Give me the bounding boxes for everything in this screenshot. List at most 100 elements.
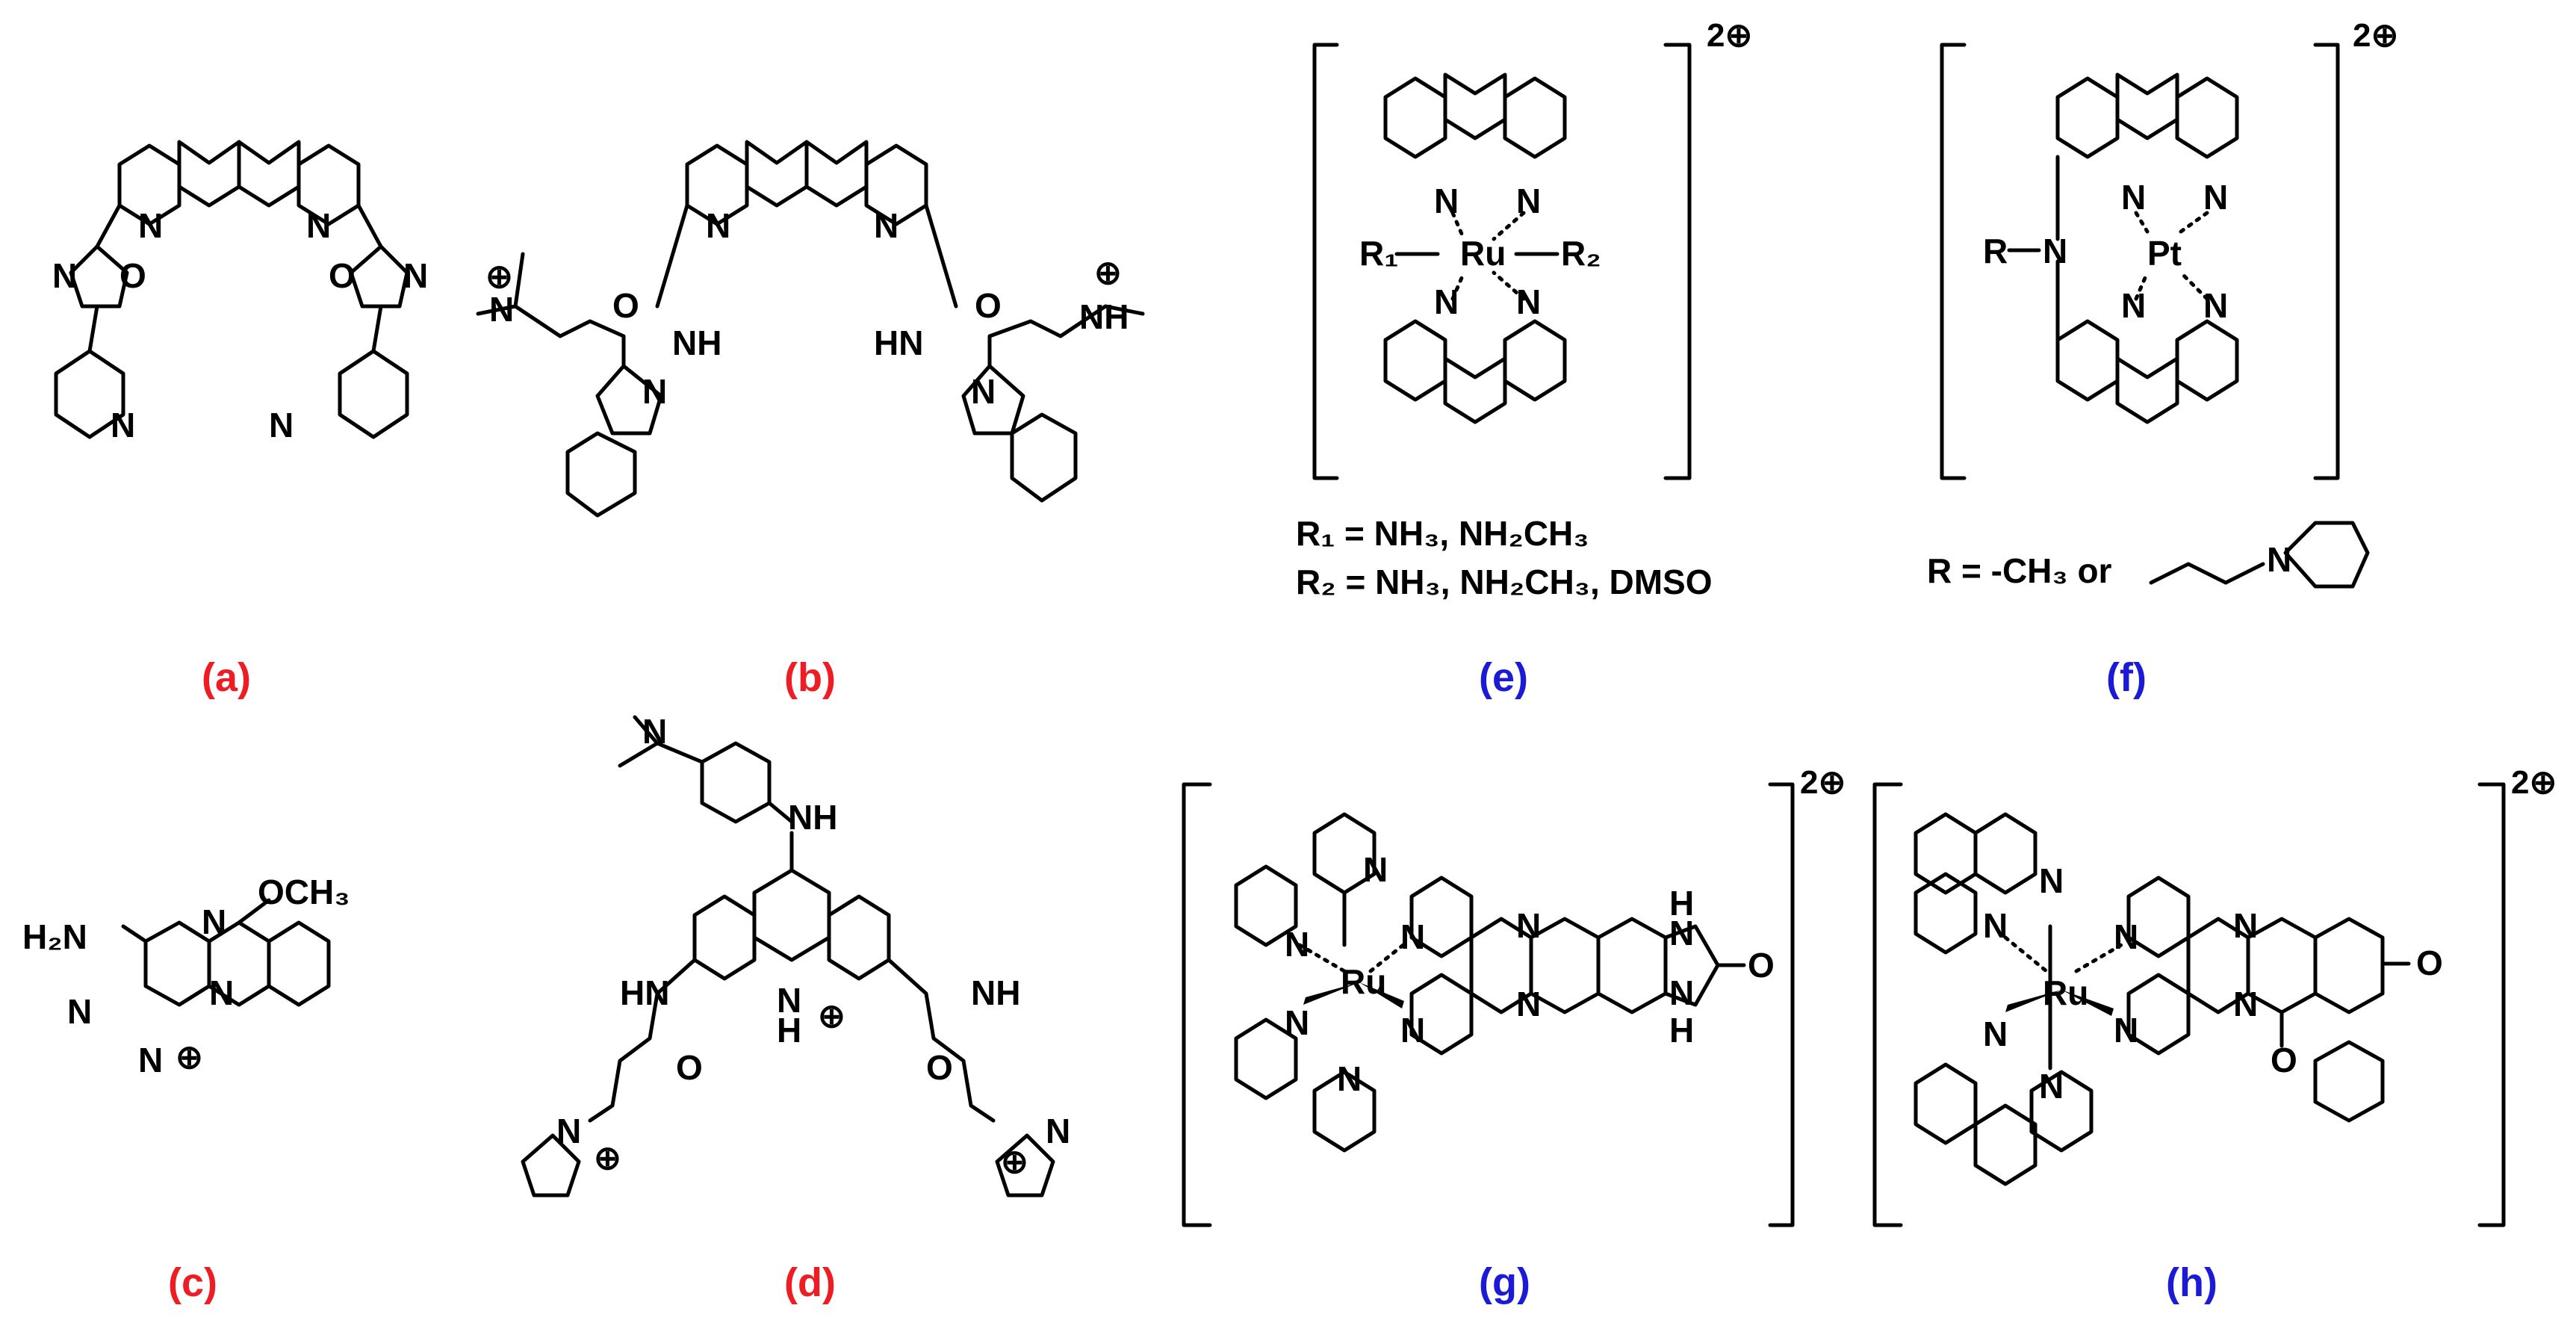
atom-n: N <box>1516 985 1541 1023</box>
atom-n: N <box>2039 1067 2064 1106</box>
atom-n: N <box>202 902 226 941</box>
atom-n: N <box>1400 917 1425 956</box>
structure-h: N N N N Ru N N N N O O 2⊕ (h) <box>1872 764 2557 1305</box>
atom-n: N <box>1516 182 1541 220</box>
atom-ru: Ru <box>1341 962 1386 1001</box>
atom-r1: R₁ <box>1359 234 1398 273</box>
atom-o: O <box>612 286 639 325</box>
atom-o: O <box>2416 944 2443 982</box>
atom-n: N <box>269 406 294 444</box>
atom-n: N <box>52 256 77 295</box>
atom-hn: HN <box>874 323 923 362</box>
atom-ome: OCH₃ <box>258 873 350 911</box>
atom-n: N <box>111 406 135 444</box>
substituent-note-r1: R₁ = NH₃, NH₂CH₃ <box>1296 514 1589 553</box>
panel-label-a: (a) <box>202 655 251 700</box>
atom-o: O <box>120 256 146 295</box>
structure-d: N NH HN NH N H ⊕ O O N N ⊕ ⊕ (d) <box>521 712 1070 1305</box>
structure-a: N N N O O N N N (a) <box>52 140 428 700</box>
atom-n: N <box>2233 906 2258 945</box>
atom-n: N <box>874 206 899 245</box>
atom-o: O <box>676 1048 703 1087</box>
panel-label-e: (e) <box>1479 655 1528 700</box>
panel-label-g: (g) <box>1479 1260 1530 1305</box>
substituent-note-r: R = -CH₃ or <box>1927 551 2112 590</box>
atom-n: N <box>1983 1014 2008 1053</box>
substituent-note-r2: R₂ = NH₃, NH₂CH₃, DMSO <box>1296 563 1713 601</box>
atom-n: N <box>2203 286 2228 325</box>
atom-n: N <box>777 981 801 1020</box>
atom-ru: Ru <box>2043 973 2088 1012</box>
atom-n: N <box>138 1041 163 1079</box>
atom-ru: Ru <box>1460 234 1506 273</box>
atom-o: O <box>2271 1041 2297 1079</box>
structure-e: N N N N Ru R₁ R₂ 2⊕ R₁ = NH₃, NH₂CH₃ R₂ … <box>1296 17 1752 700</box>
atom-n: N <box>67 992 92 1031</box>
complex-charge: 2⊕ <box>1800 764 1846 801</box>
atom-n: N <box>556 1112 581 1150</box>
panel-label-d: (d) <box>784 1260 836 1305</box>
atom-h: H <box>1669 884 1694 923</box>
atom-n: N <box>489 290 514 329</box>
panel-label-f: (f) <box>2106 655 2147 700</box>
atom-n: N <box>1285 925 1309 964</box>
atom-n: N <box>971 372 996 411</box>
atom-n: N <box>1363 850 1388 889</box>
atom-nh: NH <box>672 323 721 362</box>
atom-n: N <box>2203 178 2228 217</box>
charge-plus: ⊕ <box>594 1140 621 1177</box>
charge-plus: ⊕ <box>818 998 845 1035</box>
atom-n: N <box>2267 540 2291 579</box>
charge-plus: ⊕ <box>485 258 513 295</box>
atom-o: O <box>926 1048 953 1087</box>
atom-nh: NH <box>971 973 1020 1012</box>
charge-plus: ⊕ <box>1001 1144 1028 1180</box>
atom-h: H <box>777 1011 801 1050</box>
atom-h: H <box>1669 1011 1694 1050</box>
atom-n: N <box>2114 1011 2138 1050</box>
atom-n: N <box>1434 182 1459 220</box>
complex-charge: 2⊕ <box>1707 17 1752 54</box>
atom-r2: R₂ <box>1561 234 1601 273</box>
atom-n: N <box>642 712 667 751</box>
charge-plus: ⊕ <box>176 1039 203 1076</box>
panel-label-h: (h) <box>2166 1260 2217 1305</box>
atom-pt: Pt <box>2147 234 2182 273</box>
atom-n: N <box>2121 178 2146 217</box>
atom-n: N <box>1983 906 2008 945</box>
atom-n: N <box>2121 286 2146 325</box>
atom-nh: NH <box>788 798 837 837</box>
atom-o: O <box>329 256 356 295</box>
atom-n: N <box>209 973 234 1012</box>
atom-n: N <box>1400 1011 1425 1050</box>
atom-n: N <box>1337 1059 1362 1098</box>
complex-charge: 2⊕ <box>2511 764 2557 801</box>
atom-n: N <box>1516 906 1541 945</box>
atom-n: N <box>403 256 428 295</box>
structure-b: N N O O NH HN N NH N N ⊕ ⊕ (b) <box>476 140 1145 700</box>
charge-plus: ⊕ <box>1094 255 1122 291</box>
atom-hn: HN <box>620 973 669 1012</box>
complex-charge: 2⊕ <box>2353 17 2398 54</box>
atom-n: N <box>1285 1003 1309 1042</box>
panel-label-b: (b) <box>784 655 836 700</box>
atom-n: N <box>2114 917 2138 956</box>
atom-n: N <box>1046 1112 1070 1150</box>
atom-n: N <box>1516 282 1541 321</box>
atom-o: O <box>975 286 1002 325</box>
atom-n: N <box>1669 914 1694 952</box>
atom-n: N <box>2043 232 2067 270</box>
atom-n: N <box>2039 861 2064 900</box>
atom-n: N <box>1434 282 1459 321</box>
atom-n: N <box>642 372 667 411</box>
atom-n: N <box>138 206 163 245</box>
atom-n: N <box>306 206 331 245</box>
structure-f: N N N N Pt R N 2⊕ R = -CH₃ or N (f) <box>1927 17 2398 700</box>
panel-label-c: (c) <box>168 1260 217 1305</box>
atom-o: O <box>1748 946 1775 985</box>
atom-n: N <box>706 206 730 245</box>
atom-n: N <box>1669 973 1694 1012</box>
structure-c: H₂N OCH₃ N N N N ⊕ (c) <box>22 873 350 1305</box>
atom-n: N <box>2233 985 2258 1023</box>
